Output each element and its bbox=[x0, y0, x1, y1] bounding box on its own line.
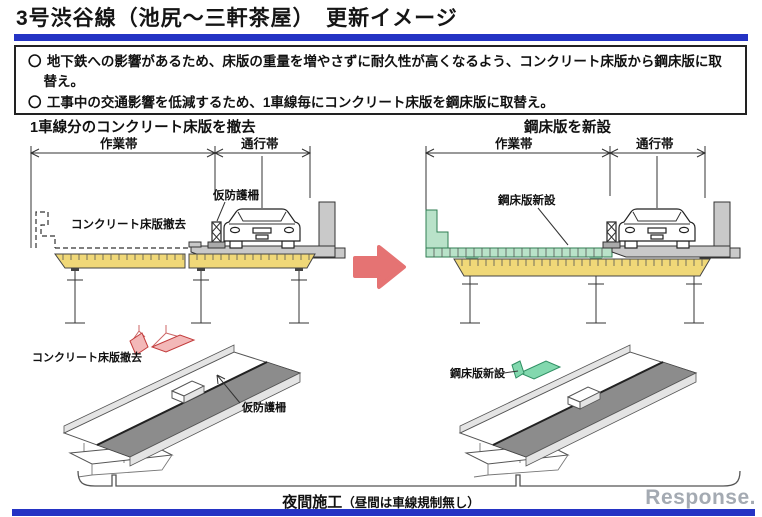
title-underline-bar bbox=[14, 34, 748, 41]
girder-side-face bbox=[129, 372, 301, 467]
fence-label: 仮防護柵 bbox=[212, 188, 259, 202]
left-diagram-heading: 1車線分のコンクリート床版を撤去 bbox=[30, 120, 256, 136]
removed-deck-outline bbox=[35, 211, 191, 249]
iso-new-deck-label: 鋼床版新設 bbox=[449, 366, 506, 380]
girder-side-face bbox=[525, 372, 697, 467]
dimension-lines: 作業帯 通行帯 bbox=[29, 136, 312, 248]
right-diagram-heading: 鋼床版を新設 bbox=[524, 120, 611, 136]
note-item: 〇地下鉄への影響があるため、床版の重量を増やさずに耐久性が高くなるよう、コンクリ… bbox=[28, 52, 735, 93]
bullet-circle: 〇 bbox=[28, 94, 42, 110]
crane-lifted-slabs bbox=[129, 325, 196, 356]
work-vehicle bbox=[566, 386, 602, 410]
car-illustration bbox=[223, 208, 301, 249]
iso-deck-removal-label: コンクリート床版撤去 bbox=[32, 350, 142, 364]
note-text: 工事中の交通影響を低減するため、1車線毎にコンクリート床版を鋼床版に取替え。 bbox=[46, 94, 554, 110]
support-jacks bbox=[460, 276, 704, 324]
dim-label-work-zone: 作業帯 bbox=[495, 136, 533, 151]
new-deck-leader bbox=[503, 370, 519, 374]
right-isometric-drawing: 鋼床版新設 bbox=[449, 344, 698, 478]
support-jacks bbox=[65, 271, 309, 324]
car-illustration bbox=[618, 208, 696, 249]
deck-edge-stub bbox=[188, 241, 202, 248]
steel-deck-new bbox=[425, 209, 613, 262]
dim-label-traffic-zone: 通行帯 bbox=[636, 136, 674, 151]
left-curb bbox=[63, 344, 235, 434]
dim-label-traffic-zone: 通行帯 bbox=[241, 136, 279, 151]
right-cross-section-drawing: 作業帯 通行帯 鋼床版新設 bbox=[424, 136, 741, 324]
left-cross-section-drawing: 作業帯 通行帯 bbox=[29, 136, 346, 324]
bottom-blue-bar bbox=[12, 509, 755, 516]
notes-box: 〇地下鉄への影響があるため、床版の重量を増やさずに耐久性が高くなるよう、コンクリ… bbox=[14, 45, 747, 115]
temporary-fence: 仮防護柵 bbox=[207, 188, 259, 249]
left-curb bbox=[459, 344, 631, 434]
new-deck-leader-line bbox=[537, 207, 569, 246]
new-steel-deck-panel bbox=[511, 360, 562, 380]
bridge-deck bbox=[62, 344, 302, 467]
remaining-concrete-deck bbox=[611, 245, 731, 258]
left-isometric-drawing: コンクリート床版撤去 仮防護柵 bbox=[32, 325, 302, 478]
concrete-girder bbox=[453, 258, 711, 277]
deck-removal-label: コンクリート床版撤去 bbox=[71, 217, 186, 231]
note-item: 〇工事中の交通影響を低減するため、1車線毎にコンクリート床版を鋼床版に取替え。 bbox=[28, 93, 735, 113]
concrete-girder bbox=[54, 253, 316, 271]
temporary-fence bbox=[602, 221, 621, 249]
footer-note: 夜間施工（昼間は車線規制無し） bbox=[0, 491, 762, 512]
dim-label-work-zone: 作業帯 bbox=[100, 136, 138, 151]
scope-brace bbox=[77, 470, 741, 487]
dimension-lines: 作業帯 通行帯 bbox=[424, 136, 707, 210]
work-vehicle bbox=[170, 380, 206, 404]
new-deck-label: 鋼床版新設 bbox=[497, 193, 556, 207]
iso-fence-label: 仮防護柵 bbox=[241, 400, 286, 414]
response-watermark: Response. bbox=[645, 486, 756, 509]
bullet-circle: 〇 bbox=[28, 54, 42, 69]
fence-arrow bbox=[216, 374, 241, 404]
temporary-fence-line bbox=[96, 361, 268, 446]
page-title: 3号渋谷線（池尻～三軒茶屋） 更新イメージ bbox=[16, 7, 458, 30]
step-arrow-icon bbox=[353, 245, 406, 289]
footer-main-text: 夜間施工 bbox=[282, 494, 343, 511]
note-text: 地下鉄への影響があるため、床版の重量を増やさずに耐久性が高くなるよう、コンクリー… bbox=[43, 54, 722, 90]
footer-paren-text: （昼間は車線規制無し） bbox=[342, 496, 480, 510]
